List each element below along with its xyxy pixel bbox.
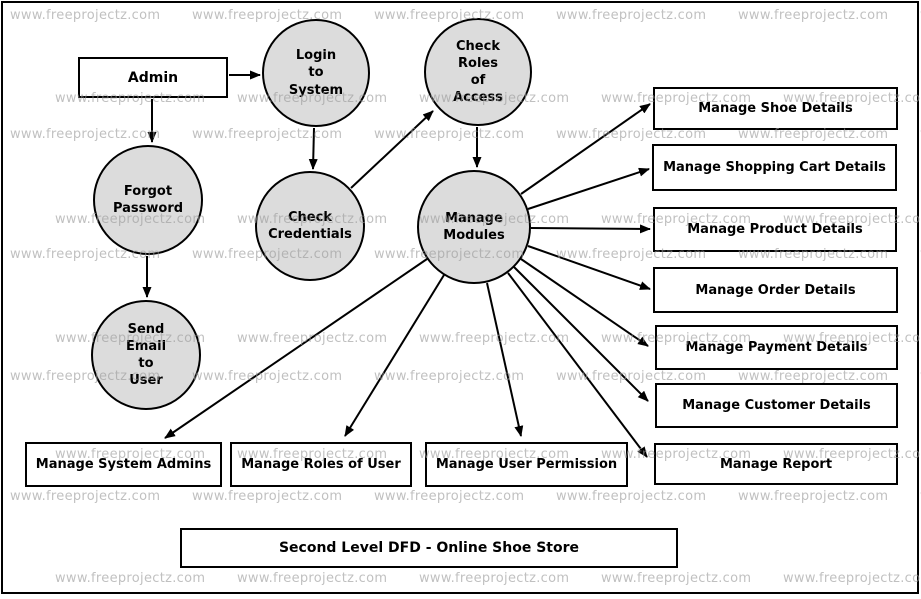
watermark-text: www.freeprojectz.com: [237, 331, 388, 346]
watermark-text: www.freeprojectz.com: [419, 331, 570, 346]
watermark-text: www.freeprojectz.com: [55, 571, 206, 586]
watermark-text: www.freeprojectz.com: [374, 489, 525, 504]
store-manage-shopping-cart-details: Manage Shopping Cart Details: [652, 144, 897, 191]
store-manage-user-permission: Manage User Permission: [425, 442, 628, 487]
process-label-line: of: [470, 73, 486, 88]
store-label: Manage System Admins: [35, 457, 212, 472]
edge-manage_modules-to-shopping_cart: [527, 167, 650, 210]
diagram-title: Second Level DFD - Online Shoe Store: [278, 540, 580, 556]
store-label: Manage Product Details: [687, 222, 863, 237]
store-manage-customer-details: Manage Customer Details: [655, 383, 898, 428]
watermark-text: www.freeprojectz.com: [556, 369, 707, 384]
watermark-text: www.freeprojectz.com: [738, 489, 889, 504]
store-label: Manage Order Details: [695, 282, 856, 298]
process-label-line: to: [138, 356, 154, 371]
process-manage-modules: Manage Modules: [417, 170, 531, 284]
watermark-text: www.freeprojectz.com: [192, 369, 343, 384]
edge-manage_modules-to-report: [507, 272, 648, 458]
process-label-line: Check: [288, 209, 332, 225]
store-manage-roles-of-user: Manage Roles of User: [230, 442, 412, 487]
watermark-text: www.freeprojectz.com: [192, 489, 343, 504]
process-label-line: Password: [112, 201, 184, 216]
process-label-line: Manage: [445, 210, 503, 226]
process-login-to-system: Login to System: [262, 19, 370, 127]
process-label-line: Modules: [443, 228, 505, 243]
process-label-line: Credentials: [268, 227, 352, 242]
watermark-text: www.freeprojectz.com: [10, 127, 161, 142]
edge-manage_modules-to-user_permission: [486, 282, 524, 437]
process-check-credentials: Check Credentials: [255, 171, 365, 281]
store-manage-shoe-details: Manage Shoe Details: [653, 87, 898, 130]
watermark-text: www.freeprojectz.com: [419, 571, 570, 586]
process-label-line: Roles: [458, 55, 498, 71]
watermark-text: www.freeprojectz.com: [192, 127, 343, 142]
entity-admin: Admin: [78, 57, 228, 98]
store-label: Manage Shoe Details: [698, 101, 853, 116]
process-label-line: to: [308, 65, 324, 81]
edge-manage_modules-to-shoe: [520, 103, 651, 195]
store-label: Manage Roles of User: [241, 457, 401, 472]
watermark-text: www.freeprojectz.com: [374, 8, 525, 23]
edge-manage_modules-to-customer: [513, 266, 649, 402]
edge-manage_modules-to-roles_of_user: [344, 274, 445, 437]
process-label-line: Email: [125, 338, 167, 354]
watermark-text: www.freeprojectz.com: [374, 369, 525, 384]
store-manage-payment-details: Manage Payment Details: [655, 325, 898, 370]
edge-manage_modules-to-system_admins: [164, 258, 428, 439]
store-label: Manage User Permission: [435, 457, 618, 472]
process-label-line: Login: [295, 48, 337, 64]
process-send-email-to-user: Send Email to User: [91, 300, 201, 410]
store-label: Manage Shopping Cart Details: [663, 160, 886, 175]
edge-check_credentials-to-check_roles: [350, 110, 434, 189]
process-label-line: Send: [127, 321, 165, 337]
watermark-text: www.freeprojectz.com: [374, 127, 525, 142]
diagram-title-box: Second Level DFD - Online Shoe Store: [180, 528, 678, 568]
watermark-text: www.freeprojectz.com: [738, 8, 889, 23]
process-check-roles-of-access: Check Roles of Access: [424, 18, 532, 126]
edge-manage_modules-to-order: [527, 245, 651, 290]
watermark-text: www.freeprojectz.com: [738, 369, 889, 384]
process-label-line: Forgot: [123, 183, 173, 199]
process-label-line: Access: [453, 90, 503, 106]
store-manage-order-details: Manage Order Details: [653, 267, 898, 313]
edge-login-to-check_credentials: [308, 127, 318, 170]
store-manage-report: Manage Report: [654, 443, 898, 485]
watermark-text: www.freeprojectz.com: [10, 489, 161, 504]
process-label-line: Check: [456, 38, 500, 54]
edge-manage_modules-to-product: [530, 224, 651, 234]
process-label-line: System: [288, 82, 344, 98]
store-label: Manage Payment Details: [685, 340, 868, 355]
watermark-text: www.freeprojectz.com: [237, 571, 388, 586]
watermark-text: www.freeprojectz.com: [601, 571, 752, 586]
watermark-text: www.freeprojectz.com: [783, 571, 921, 586]
entity-admin-label: Admin: [127, 69, 179, 86]
watermark-text: www.freeprojectz.com: [10, 8, 161, 23]
watermark-text: www.freeprojectz.com: [556, 489, 707, 504]
store-label: Manage Report: [719, 456, 833, 472]
watermark-text: www.freeprojectz.com: [556, 8, 707, 23]
process-label-line: User: [129, 373, 163, 389]
store-manage-product-details: Manage Product Details: [653, 207, 897, 252]
edge-manage_modules-to-payment: [520, 258, 649, 347]
process-forgot-password: Forgot Password: [93, 145, 203, 255]
store-manage-system-admins: Manage System Admins: [25, 442, 222, 487]
store-label: Manage Customer Details: [682, 398, 871, 413]
